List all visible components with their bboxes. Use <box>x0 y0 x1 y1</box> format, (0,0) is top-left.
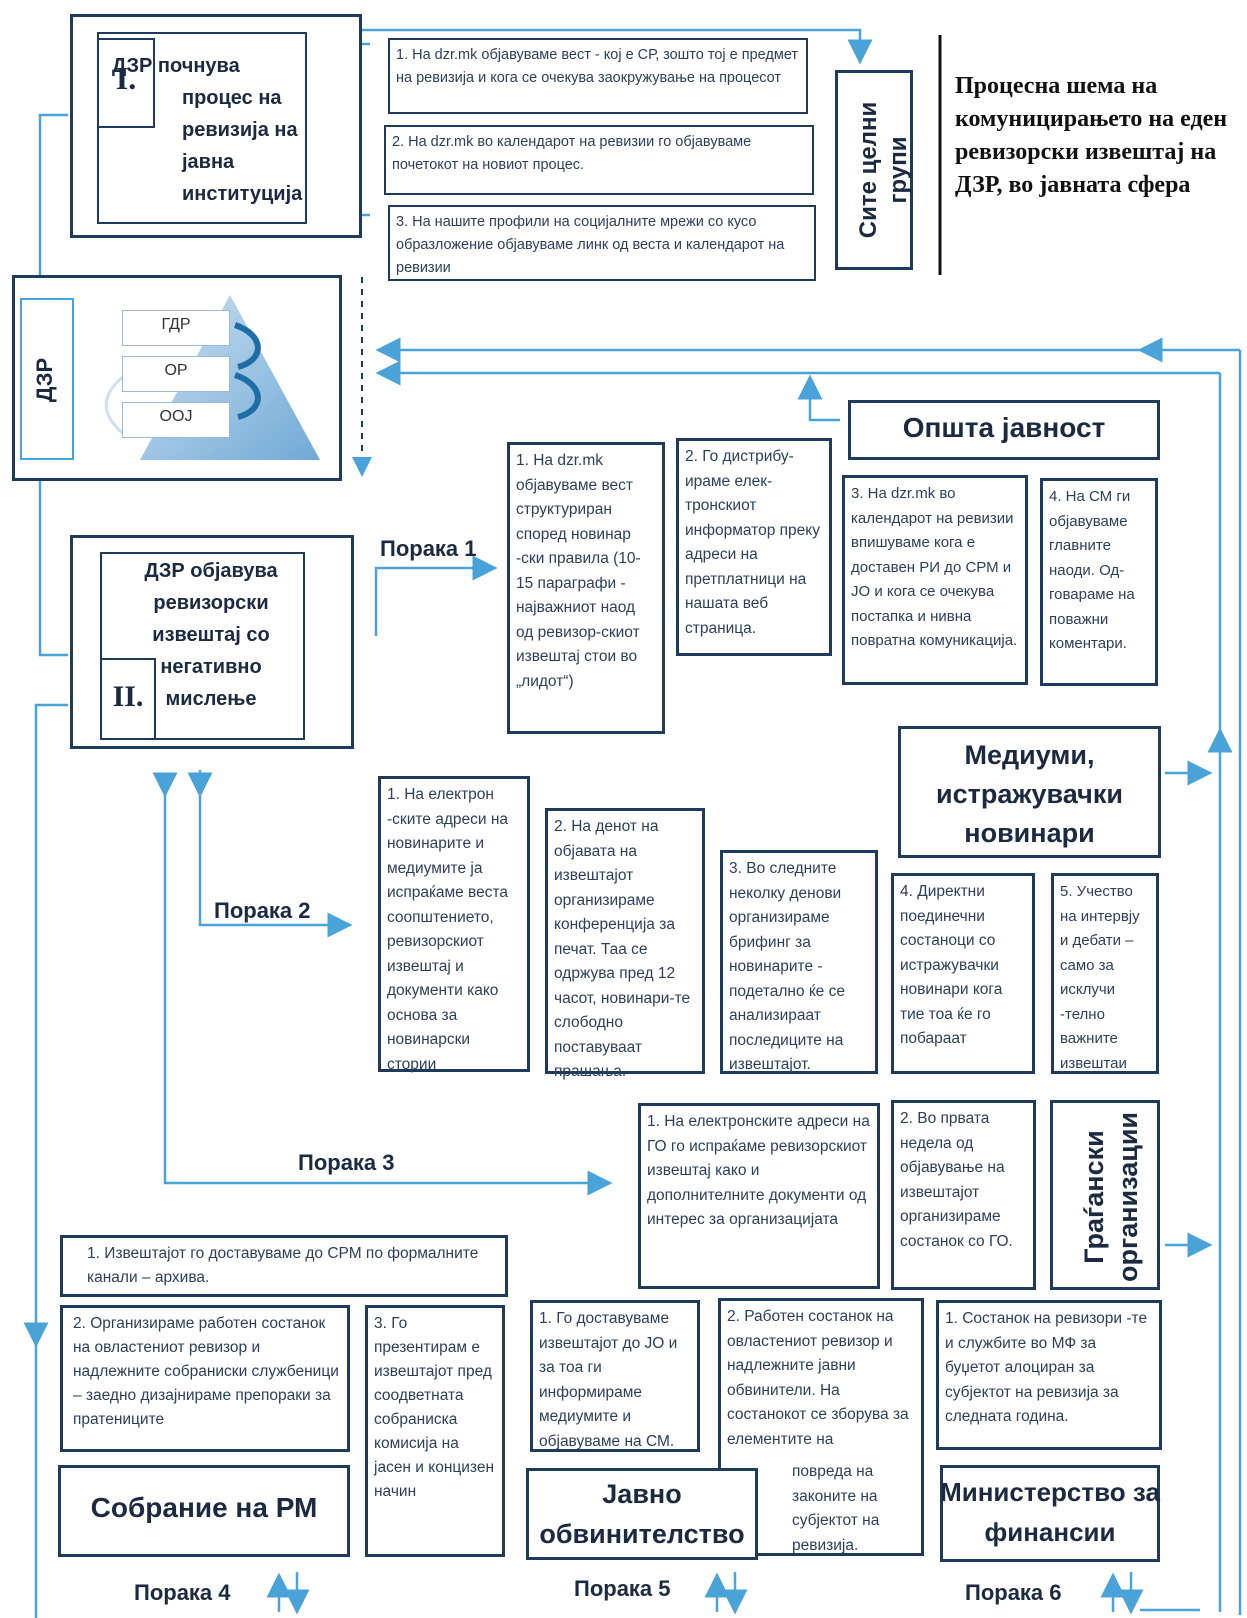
public-step4: 4. На СМ ги објавуваме главните наоди. О… <box>1040 478 1158 686</box>
dzr-level-or-label: ОР <box>164 362 188 379</box>
phase1-roman-box <box>97 38 155 128</box>
audience-box <box>835 70 913 270</box>
dzr-level-gdr-label: ГДР <box>161 316 191 333</box>
parliament-step2: 2. Организираме работен состанок на овла… <box>60 1305 350 1452</box>
prosecution-step1: 1. Го доставуваме извештајот до ЈО и за … <box>530 1300 700 1452</box>
prosecution-step2a: 2. Работен состанок на овластениот ревиз… <box>718 1298 924 1556</box>
audience-label: Сите целни групи <box>855 101 912 239</box>
phase2-roman-box <box>100 658 156 740</box>
phase1-label: ДЗР почнува процес на ревизија на јавна … <box>112 55 303 205</box>
message-6-label: Порака 6 <box>965 1580 1062 1605</box>
media-step2: 2. На денот на објавата на извештајот ор… <box>545 808 705 1080</box>
dzr-level-gdr <box>122 310 230 346</box>
media-step4: 4. Директни поединечни состаноци со истр… <box>891 873 1035 1074</box>
message-2-label: Порака 2 <box>214 898 311 923</box>
phase2-roman: II. <box>112 680 144 713</box>
finance-box <box>940 1465 1160 1562</box>
phase1-step3: 3. На нашите профили на социјалните мреж… <box>388 205 816 281</box>
public-step1: 1. На dzr.mk објавуваме вест структурира… <box>507 442 665 734</box>
page-title: Процесна шема на комуницирањето на еден … <box>955 73 1228 198</box>
message-4-label: Порака 4 <box>134 1580 231 1605</box>
parliament-step3: 3. Го презентирам е извештајот пред соод… <box>365 1305 505 1557</box>
media-step5: 5. Учество на интервју и дебати – само з… <box>1051 873 1159 1074</box>
civil-label: Граѓански организации <box>1079 1111 1143 1283</box>
public-step3: 3. На dzr.mk во календарот на ревизии вп… <box>842 475 1028 685</box>
dzr-label-box <box>20 298 74 460</box>
civil-box <box>1050 1100 1160 1290</box>
prosecution-step2b: повреда на законите на субјектот на реви… <box>792 1463 880 1554</box>
media-box <box>898 726 1161 858</box>
finance-step1: 1. Состанок на ревизори -те и службите в… <box>936 1300 1162 1450</box>
prosecution-label: Јавно обвинителство <box>539 1479 745 1549</box>
phase1-step1: 1. На dzr.mk објавуваме вест - кој е СР,… <box>388 38 808 114</box>
media-step3: 3. Во следните неколку денови организира… <box>720 850 878 1074</box>
parliament-step1: 1. Извештајот го доставуваме до СРМ по ф… <box>60 1235 508 1297</box>
message-1-label: Порака 1 <box>380 536 477 561</box>
phase1-roman: I. <box>115 60 137 96</box>
phase1-step2: 2. На dzr.mk во календарот на ревизии го… <box>384 125 814 195</box>
message-5-label: Порака 5 <box>574 1576 671 1601</box>
phase2-label: ДЗР објавува ревизорски извештај со нега… <box>144 560 278 710</box>
dzr-label: ДЗР <box>32 357 57 403</box>
civil-step1: 1. На електронските адреси на ГО го испр… <box>638 1103 880 1289</box>
public-step2: 2. Го дистрибу-ираме елек-тронскиот инфо… <box>676 438 832 656</box>
media-label: Медиуми, истражувачки новинари <box>936 740 1123 848</box>
dzr-level-ooj-label: ООЈ <box>159 408 193 425</box>
public-label: Општа јавност <box>902 412 1106 443</box>
message-3-label: Порака 3 <box>298 1150 395 1175</box>
public-box <box>848 400 1160 460</box>
parliament-label: Собрание на РМ <box>90 1492 318 1523</box>
dzr-level-ooj <box>122 402 230 438</box>
prosecution-box <box>526 1468 758 1560</box>
media-step1: 1. На електрон -ските адреси на новинари… <box>378 776 530 1073</box>
dzr-level-or <box>122 356 230 392</box>
finance-label: Министерство за финансии <box>940 1477 1160 1547</box>
parliament-box <box>58 1465 350 1557</box>
arrow-to-audience <box>356 28 873 65</box>
civil-step2: 2. Во првата недела од објавување на изв… <box>891 1100 1036 1290</box>
